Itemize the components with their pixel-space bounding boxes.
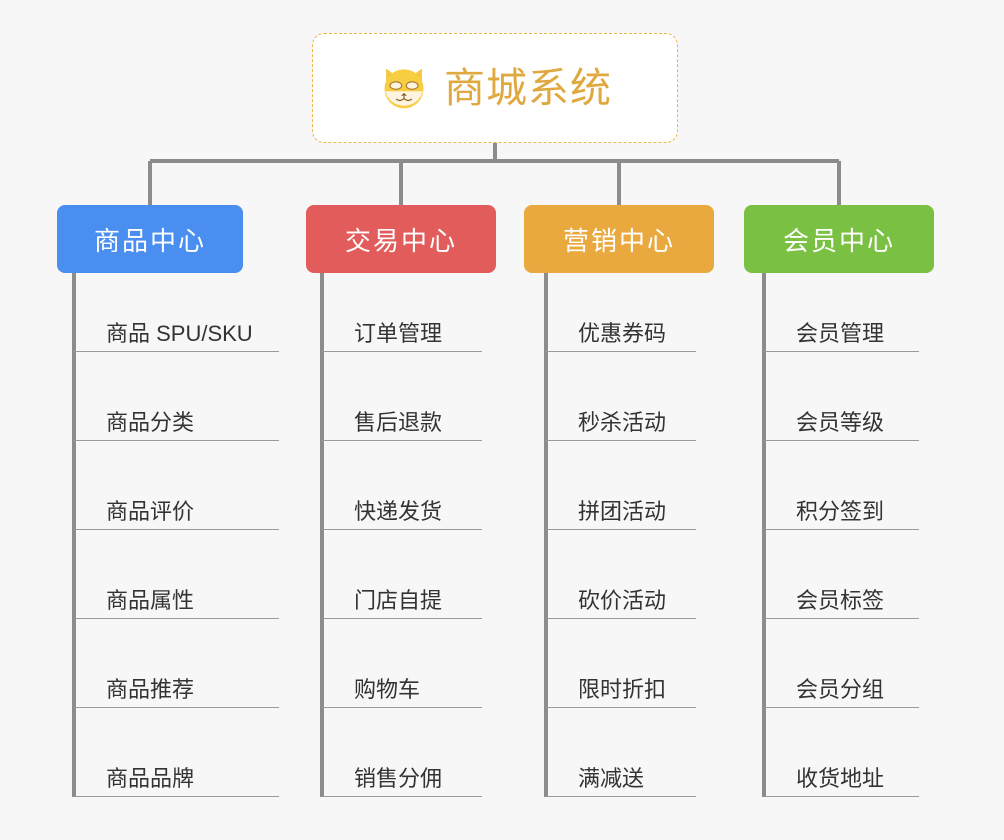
leaf-item[interactable]: 优惠券码 (546, 316, 696, 352)
leaf-label: 商品分类 (106, 410, 195, 435)
category-label: 营销中心 (562, 225, 675, 256)
leaf-label: 秒杀活动 (578, 410, 667, 435)
leaf-label: 销售分佣 (354, 766, 443, 791)
leaf-item[interactable]: 商品分类 (74, 405, 279, 441)
leaf-label: 优惠券码 (578, 321, 667, 346)
leaf-item[interactable]: 商品评价 (74, 494, 279, 530)
leaf-label: 满减送 (578, 766, 645, 791)
leaf-label: 商品品牌 (106, 766, 195, 791)
leaf-label: 收货地址 (796, 766, 885, 791)
leaf-item[interactable]: 拼团活动 (546, 494, 696, 530)
category-box-product-center[interactable]: 商品中心 (57, 205, 243, 273)
leaf-label: 会员标签 (796, 588, 885, 613)
leaf-label: 商品评价 (106, 499, 195, 524)
leaf-item[interactable]: 商品 SPU/SKU (74, 316, 279, 352)
leaf-label: 售后退款 (354, 410, 443, 435)
leaf-item[interactable]: 商品推荐 (74, 672, 279, 708)
leaf-item[interactable]: 订单管理 (322, 316, 482, 352)
leaf-label: 积分签到 (796, 499, 885, 524)
category-label: 交易中心 (344, 225, 457, 256)
category-label: 会员中心 (782, 225, 895, 256)
leaf-item[interactable]: 限时折扣 (546, 672, 696, 708)
leaf-label: 订单管理 (354, 321, 443, 346)
root-node[interactable]: 商城系统 (312, 33, 678, 143)
category-box-member-center[interactable]: 会员中心 (744, 205, 934, 273)
leaf-item[interactable]: 收货地址 (764, 761, 919, 797)
leaf-label: 商品推荐 (106, 677, 195, 702)
leaf-item[interactable]: 购物车 (322, 672, 482, 708)
leaf-item[interactable]: 快递发货 (322, 494, 482, 530)
leaf-label: 会员管理 (796, 321, 885, 346)
leaf-label: 限时折扣 (578, 677, 667, 702)
leaf-label: 购物车 (354, 677, 421, 702)
leaf-item[interactable]: 会员分组 (764, 672, 919, 708)
shiba-dog-face-icon (384, 68, 424, 109)
leaf-item[interactable]: 销售分佣 (322, 761, 482, 797)
leaf-item[interactable]: 满减送 (546, 761, 696, 797)
leaf-item[interactable]: 会员等级 (764, 405, 919, 441)
category-box-trade-center[interactable]: 交易中心 (306, 205, 496, 273)
leaf-item[interactable]: 商品属性 (74, 583, 279, 619)
leaf-item[interactable]: 积分签到 (764, 494, 919, 530)
leaf-item[interactable]: 会员标签 (764, 583, 919, 619)
leaf-item[interactable]: 砍价活动 (546, 583, 696, 619)
leaf-label: 砍价活动 (578, 588, 667, 613)
leaf-item[interactable]: 门店自提 (322, 583, 482, 619)
leaf-label: 会员等级 (796, 410, 885, 435)
leaf-label: 会员分组 (796, 677, 885, 702)
category-box-marketing-center[interactable]: 营销中心 (524, 205, 714, 273)
root-title: 商城系统 (444, 64, 612, 111)
leaf-item[interactable]: 商品品牌 (74, 761, 279, 797)
category-label: 商品中心 (93, 225, 206, 256)
leaf-item[interactable]: 售后退款 (322, 405, 482, 441)
leaf-label: 快递发货 (354, 499, 443, 524)
leaf-item[interactable]: 会员管理 (764, 316, 919, 352)
leaf-label: 拼团活动 (578, 499, 667, 524)
leaf-item[interactable]: 秒杀活动 (546, 405, 696, 441)
leaf-label: 门店自提 (354, 588, 443, 613)
leaf-label: 商品 SPU/SKU (106, 321, 253, 346)
leaf-label: 商品属性 (106, 588, 195, 613)
